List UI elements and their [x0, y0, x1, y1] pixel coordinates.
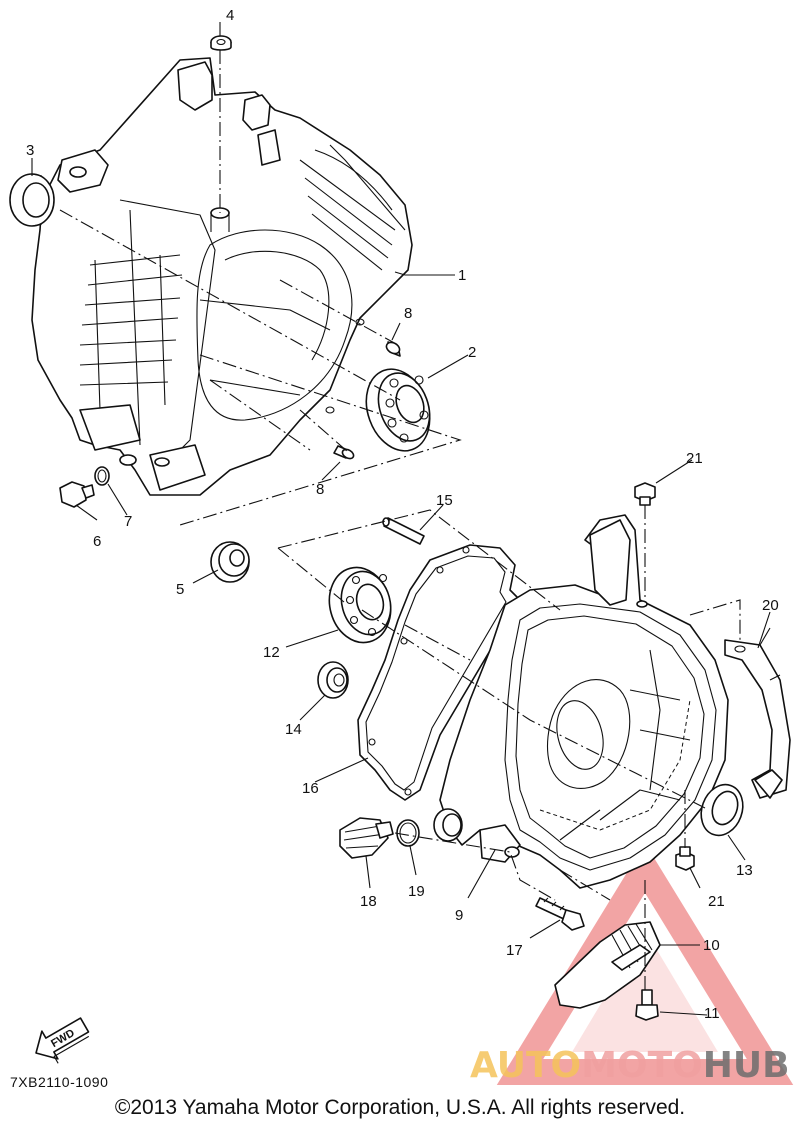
bearing-part-2: [365, 368, 431, 452]
svg-text:AUTOMOTOHUB: AUTOMOTOHUB: [470, 1045, 790, 1086]
callout-12: 12: [263, 644, 280, 661]
callout-6: 6: [93, 533, 101, 550]
callout-10: 10: [703, 937, 720, 954]
copyright-notice: ©2013 Yamaha Motor Corporation, U.S.A. A…: [114, 1096, 686, 1119]
plug-fitting-near-part-9: [433, 808, 463, 842]
diagram-code: 7XB2110-1090: [10, 1074, 109, 1090]
callout-13: 13: [736, 862, 753, 879]
oil-seal-part-14: [317, 661, 349, 699]
oil-seal-part-13: [700, 783, 744, 837]
callout-18: 18: [360, 893, 377, 910]
assembly-center-lines: [59, 50, 741, 990]
callout-21-lower: 21: [708, 893, 725, 910]
bolt-part-21-upper: [634, 482, 656, 506]
crankcase-lower-part: [439, 514, 729, 889]
gasket-part-16: [357, 544, 521, 801]
gasket-part-7: [94, 466, 110, 486]
callout-16: 16: [302, 780, 319, 797]
o-ring-part-19: [396, 819, 420, 847]
callout-numbers: 1 2 3 4 5 6 7 8 8 9 10 11 12 13 14 15 16…: [26, 7, 779, 1022]
callout-8-lower: 8: [316, 481, 324, 498]
callout-14: 14: [285, 721, 302, 738]
bolt-part-21-lower: [675, 846, 695, 871]
watermark-hub: HUB: [703, 1045, 790, 1086]
fwd-arrow-icon: FWD: [35, 1017, 90, 1064]
callout-19: 19: [408, 883, 425, 900]
breather-plate-part-10: [554, 921, 661, 1009]
watermark-moto: MOTO: [581, 1045, 703, 1086]
callout-15: 15: [436, 492, 453, 509]
bearing-part-12: [328, 566, 392, 644]
bracket-part-20: [724, 627, 791, 799]
leader-lines: [31, 22, 771, 1016]
callout-5: 5: [176, 581, 184, 598]
dipstick-cap-part-18: [339, 817, 394, 859]
bearing-part-5: [210, 541, 250, 583]
callout-20: 20: [762, 597, 779, 614]
pin-part-15: [382, 517, 425, 545]
callout-11: 11: [704, 1005, 720, 1022]
callout-21-upper: 21: [686, 450, 703, 467]
dowel-pin-part-8-lower: [333, 445, 355, 460]
callout-17: 17: [506, 942, 523, 959]
callout-4: 4: [226, 7, 234, 24]
callout-8-upper: 8: [404, 305, 412, 322]
callout-9: 9: [455, 907, 463, 924]
washer-part-4: [210, 35, 232, 51]
callout-2: 2: [468, 344, 476, 361]
callout-3: 3: [26, 142, 34, 159]
drain-bolt-part-6: [59, 481, 95, 508]
callout-1: 1: [458, 267, 466, 284]
bolt-part-17: [535, 897, 585, 931]
oil-seal-part-3: [9, 173, 55, 227]
callout-7: 7: [124, 513, 132, 530]
bolt-part-11: [635, 989, 659, 1021]
crankcase-upper-part: [31, 57, 413, 496]
watermark-logo: AUTOMOTOHUB: [470, 1045, 790, 1086]
watermark-auto: AUTO: [470, 1045, 581, 1086]
